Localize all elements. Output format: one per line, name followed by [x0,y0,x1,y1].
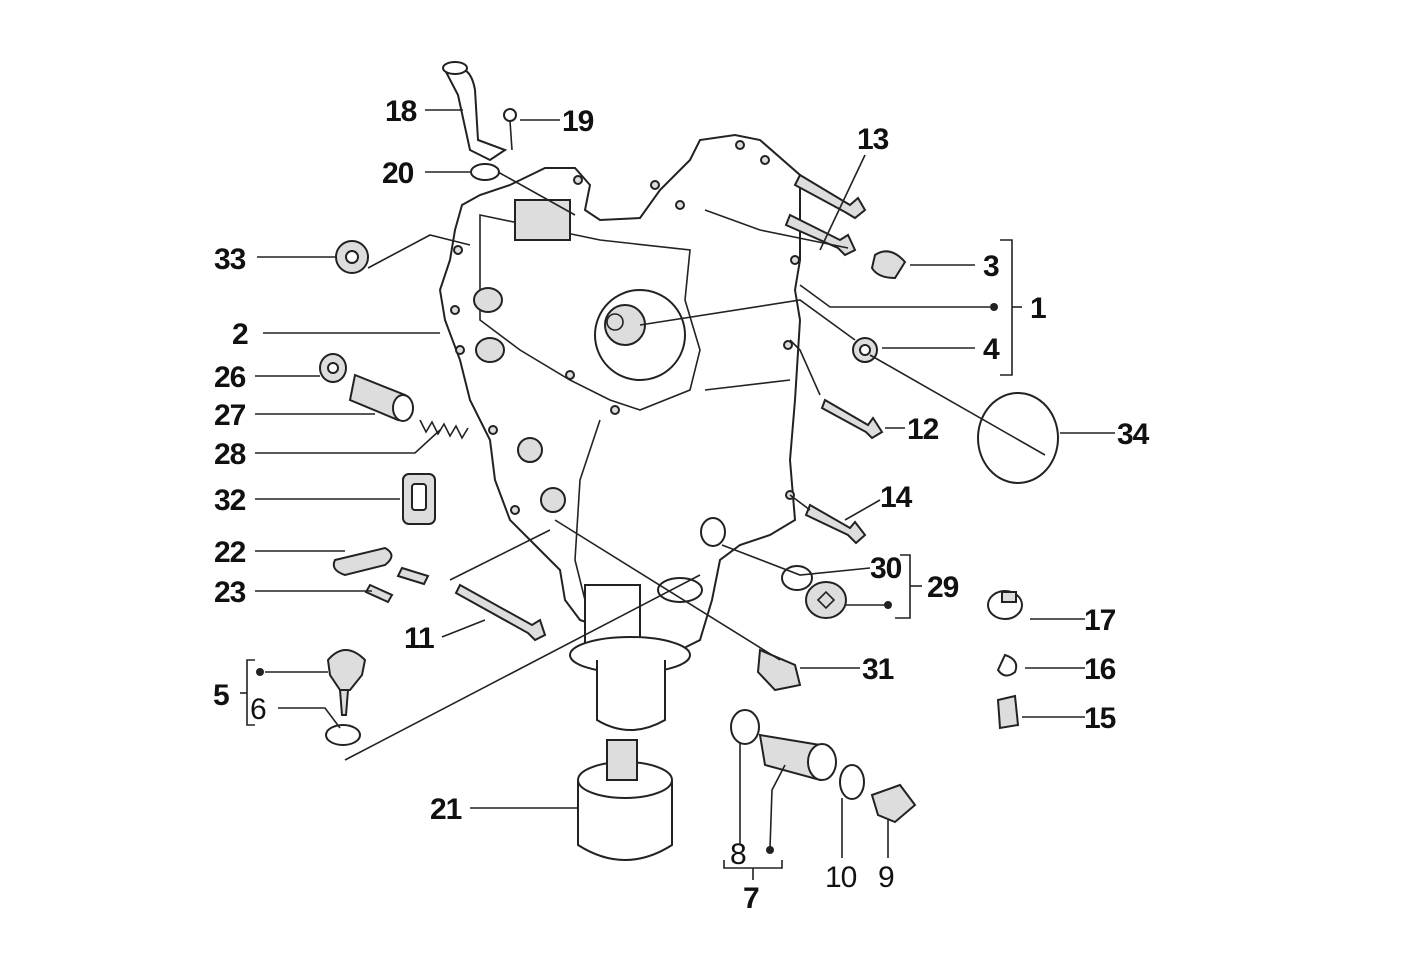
part-13-bolts [784,173,867,257]
label-17: 17 [1084,604,1116,637]
label-4: 4 [983,333,1000,366]
label-15: 15 [1084,702,1116,735]
part-18-pipe [442,61,508,162]
part-16-clip [996,653,1018,677]
label-26: 26 [214,361,246,394]
part-26-seal [319,353,347,383]
label-20: 20 [382,157,414,190]
label-12: 12 [907,413,939,446]
part-3-cap [870,250,907,280]
label-31: 31 [862,653,894,686]
part-21-filter [577,739,673,861]
part-34-oring [977,392,1059,484]
part-31-sensor [756,648,802,692]
part-20-oring [470,163,500,181]
label-19: 19 [562,105,594,138]
label-11: 11 [404,622,434,655]
label-2: 2 [232,318,248,351]
part-17-clamp [987,590,1023,620]
part-12-bolt [820,398,884,440]
label-18: 18 [385,95,417,128]
label-3: 3 [983,250,999,283]
label-10: 10 [825,861,857,894]
part-5-plug [325,649,367,746]
label-28: 28 [214,438,246,471]
part-27-piston [348,373,414,422]
label-30: 30 [870,552,902,585]
label-5: 5 [213,679,229,712]
label-1: 1 [1030,292,1046,325]
part-28-spring [419,419,469,440]
part-30-oring [781,565,813,591]
label-8: 8 [730,838,746,871]
label-14: 14 [880,481,913,514]
part-19-screw [503,108,517,151]
label-7: 7 [743,882,759,915]
label-22: 22 [214,536,246,569]
leader-lines [240,109,1115,880]
label-6: 6 [250,693,266,726]
label-32: 32 [214,484,246,517]
part-9-plug [870,783,917,824]
part-10-oring [839,764,865,800]
part-32-plate [402,473,436,525]
part-22-bracket [332,546,393,577]
label-21: 21 [430,793,462,826]
label-16: 16 [1084,653,1116,686]
part-33-seal [335,240,369,274]
engine-cover [438,133,802,731]
label-13: 13 [857,123,889,156]
part-7-strainer [758,733,837,782]
label-27: 27 [214,399,246,432]
bullet-dots [256,303,998,854]
callout-labels: 1 2 3 4 5 6 7 8 9 10 11 12 13 14 15 16 1… [213,95,1151,915]
label-33: 33 [214,243,246,276]
label-34: 34 [1117,418,1150,451]
part-8-oring [730,709,760,745]
label-29: 29 [927,571,959,604]
label-9: 9 [878,861,894,894]
part-29-plug [805,581,847,619]
part-11-bolt [454,583,547,642]
part-14-bolt [804,503,867,545]
part-4-seal [852,337,878,363]
part-15-clip [996,694,1020,730]
label-23: 23 [214,576,246,609]
part-23-screws [364,566,430,604]
